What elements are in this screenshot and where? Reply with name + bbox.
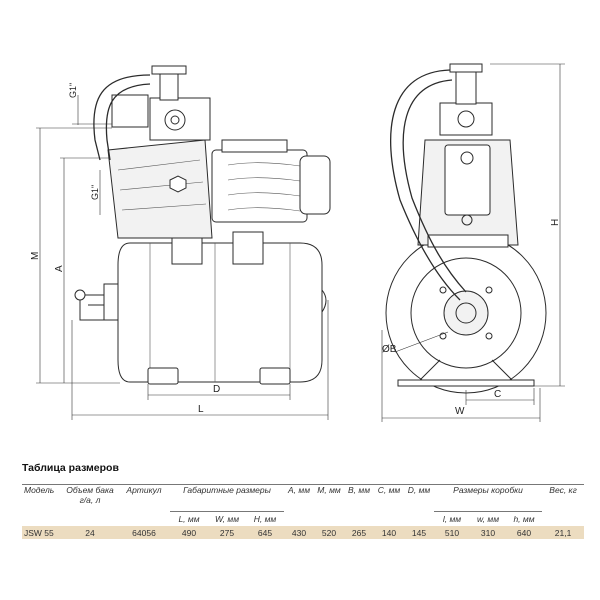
label-m: M (30, 252, 41, 260)
cell-b: 265 (344, 526, 374, 539)
label-g1-mid: G1" (90, 185, 100, 200)
cell-m: 520 (314, 526, 344, 539)
subheader-box-l: l, мм (442, 514, 462, 524)
cell-d: 145 (404, 526, 434, 539)
table-row: JSW 55 24 64056 490 275 645 430 520 265 … (22, 526, 585, 539)
cell-box-w: 310 (470, 526, 506, 539)
subheader-w: W, мм (214, 514, 240, 524)
header-overall: Габаритные размеры (170, 484, 284, 512)
subheader-l: L, мм (178, 514, 200, 524)
cell-a: 430 (284, 526, 314, 539)
subheader-box-w: w, мм (476, 514, 500, 524)
cell-weight: 21,1 (542, 526, 585, 539)
header-box: Размеры коробки (434, 484, 543, 512)
size-table: Модель Объем бака г/а, л Артикул Габарит… (22, 484, 585, 539)
header-weight: Вес, кг (549, 485, 577, 495)
header-m: M, мм (317, 485, 341, 495)
header-c: C, мм (377, 485, 401, 495)
label-c: C (494, 389, 501, 400)
table-title: Таблица размеров (22, 462, 119, 474)
label-w: W (455, 406, 465, 417)
cell-l: 490 (170, 526, 208, 539)
header-volume: Объем бака г/а, л (66, 485, 114, 505)
technical-drawing: G1" G1" M A D L H C W ØB (30, 63, 565, 422)
cell-h: 645 (246, 526, 284, 539)
cell-w: 275 (208, 526, 246, 539)
header-model: Модель (24, 485, 55, 495)
subheader-box-h: h, мм (513, 514, 535, 524)
cell-box-h: 640 (506, 526, 543, 539)
label-g1-top: G1" (68, 83, 78, 98)
cell-c: 140 (374, 526, 404, 539)
label-h: H (550, 219, 561, 226)
header-a: A, мм (287, 485, 311, 495)
subheader-h: H, мм (253, 514, 277, 524)
header-b: B, мм (347, 485, 371, 495)
front-view (381, 63, 565, 422)
side-view (36, 65, 331, 420)
label-l: L (198, 404, 204, 415)
label-d: D (213, 384, 220, 395)
label-a: A (54, 265, 65, 272)
label-b: ØB (382, 344, 397, 355)
cell-volume: 24 (62, 526, 118, 539)
header-d: D, мм (407, 485, 431, 495)
cell-model: JSW 55 (22, 526, 62, 539)
cell-article: 64056 (118, 526, 170, 539)
header-article: Артикул (126, 485, 162, 495)
cell-box-l: 510 (434, 526, 470, 539)
